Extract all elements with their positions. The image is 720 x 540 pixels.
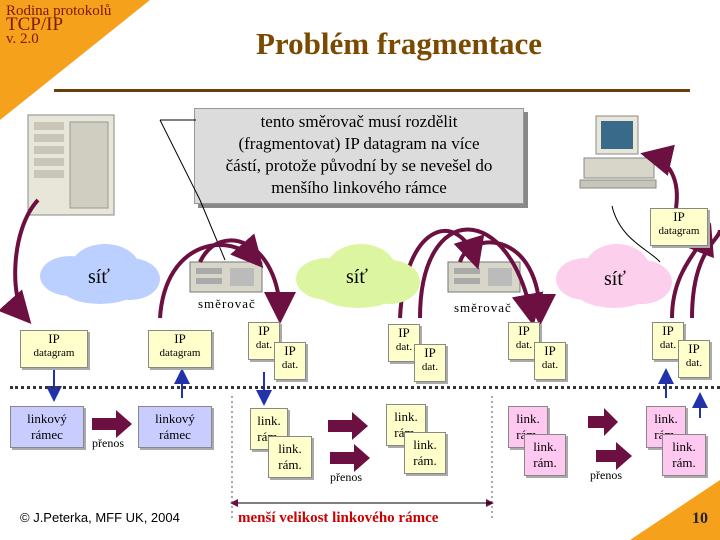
- corner-decoration: [0, 0, 150, 120]
- network-cloud: síť: [296, 244, 420, 308]
- title-divider: [54, 89, 690, 92]
- corner-decoration: [630, 480, 720, 540]
- callout-pointer: [199, 199, 226, 261]
- transfer-arrow: [596, 442, 632, 470]
- transfer-arrow: [330, 444, 370, 472]
- transfer-label: přenos: [92, 436, 124, 450]
- flow-arrow: [690, 229, 720, 319]
- flow-arrow: [198, 238, 296, 324]
- server-icon: [27, 114, 115, 216]
- callout-line: (fragmentovat) IP datagram na více: [238, 134, 480, 153]
- transfer-arrow: [92, 410, 132, 438]
- flow-arrow: [640, 144, 679, 209]
- network-label: síť: [604, 268, 626, 290]
- callout-note: tento směrovač musí rozdělit (fragmentov…: [194, 108, 524, 204]
- flow-arrow: [158, 233, 264, 319]
- series-subject: TCP/IP: [6, 14, 64, 35]
- transfer-arrow: [588, 408, 618, 436]
- network-cloud: síť: [556, 244, 672, 308]
- flow-arrow: [458, 240, 556, 326]
- network-label: síť: [346, 266, 368, 288]
- router-label: směrovač: [454, 300, 512, 315]
- slide-title: Problém fragmentace: [256, 26, 543, 61]
- link-frame-small: link.rám.: [662, 434, 706, 476]
- link-frame-small: link.rám.: [404, 432, 446, 474]
- transfer-label: přenos: [330, 470, 362, 484]
- smaller-frame-note: menší velikost linkového rámce: [238, 510, 439, 526]
- layer-separator: [10, 386, 720, 389]
- series-version: v. 2.0: [6, 31, 39, 47]
- callout-line: menšího linkového rámce: [271, 178, 447, 197]
- page-number: 10: [692, 510, 708, 527]
- network-label: síť: [88, 266, 110, 288]
- router-label: směrovač: [198, 296, 256, 311]
- series-name: Rodina protokolů: [6, 3, 112, 19]
- transfer-label: přenos: [590, 468, 622, 482]
- link-frame-small: link.rám.: [524, 434, 566, 476]
- flow-arrow: [0, 198, 40, 324]
- link-frame-small: link.rám.: [268, 436, 312, 478]
- callout-pointer: [159, 119, 201, 201]
- transfer-arrow: [328, 412, 368, 440]
- series-label: Rodina protokolů TCP/IP v. 2.0: [6, 3, 112, 47]
- pointer-line: [611, 205, 661, 263]
- callout-line: částí, protože původní by se nevešel do: [225, 156, 493, 175]
- callout-line: tento směrovač musí rozdělit: [260, 112, 458, 131]
- computer-icon: [579, 115, 657, 189]
- router-icon: [447, 261, 521, 293]
- router-icon: [189, 261, 263, 293]
- network-cloud: síť: [40, 244, 160, 304]
- copyright: © J.Peterka, MFF UK, 2004: [20, 510, 180, 525]
- flow-arrow: [418, 227, 544, 326]
